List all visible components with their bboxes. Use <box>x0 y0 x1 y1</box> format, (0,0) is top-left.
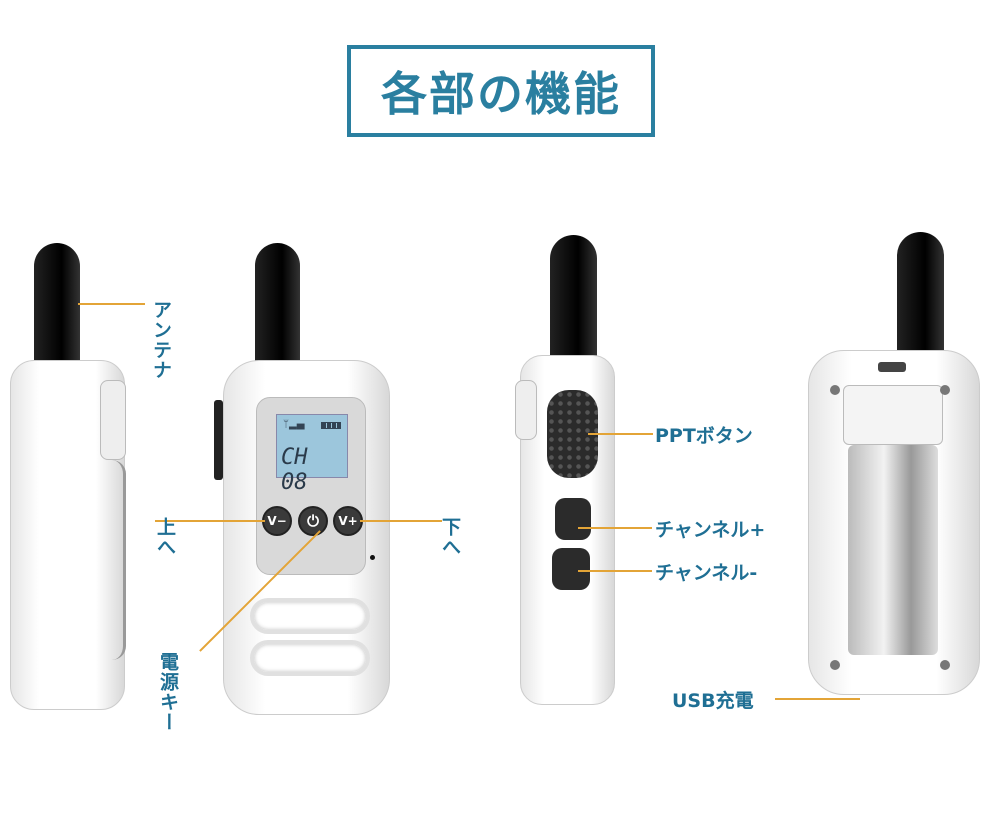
channel-up-button[interactable] <box>555 498 591 540</box>
speaker-slot <box>250 640 370 676</box>
leader-line <box>78 303 145 305</box>
label-antenna: アンテナ <box>150 300 172 380</box>
microphone-hole <box>370 555 375 560</box>
belt-clip <box>100 380 126 460</box>
leader-line <box>578 570 652 572</box>
label-ptt: PPTボタン <box>655 425 753 447</box>
power-button[interactable]: ⏻ <box>298 506 328 536</box>
antenna <box>255 243 300 373</box>
antenna <box>550 235 597 363</box>
screw <box>940 385 950 395</box>
leader-line <box>155 520 265 522</box>
leader-line <box>588 433 653 435</box>
screw <box>830 385 840 395</box>
label-usb-charge: USB充電 <box>672 690 754 712</box>
label-channel-up: チャンネル+ <box>655 519 766 541</box>
usb-port <box>878 362 906 372</box>
channel-down-button[interactable] <box>552 548 590 590</box>
side-ptt <box>214 400 223 480</box>
leader-line <box>578 527 652 529</box>
belt-clip <box>515 380 537 440</box>
clip-top <box>843 385 943 445</box>
volume-down-button[interactable]: V− <box>262 506 292 536</box>
antenna <box>897 232 944 362</box>
leader-line <box>775 698 860 700</box>
title-box: 各部の機能 <box>347 45 655 137</box>
label-power-key: 電源キー <box>157 652 179 732</box>
lcd-screen: ᛘ▂▄ CH 08 <box>276 414 348 495</box>
clip-spring <box>112 460 126 660</box>
signal-icon: ᛘ▂▄ <box>283 419 305 430</box>
speaker-slot <box>250 598 370 634</box>
lcd-channel: CH 08 <box>281 445 308 495</box>
label-channel-down: チャンネル- <box>655 562 758 584</box>
label-down: 下へ <box>439 517 461 557</box>
page-title: 各部の機能 <box>381 67 621 121</box>
battery-icon <box>321 422 341 429</box>
leader-line <box>360 520 442 522</box>
screw <box>940 660 950 670</box>
belt-clip <box>848 445 938 655</box>
volume-up-button[interactable]: V+ <box>333 506 363 536</box>
antenna <box>34 243 80 368</box>
label-up: 上へ <box>154 517 176 557</box>
screw <box>830 660 840 670</box>
